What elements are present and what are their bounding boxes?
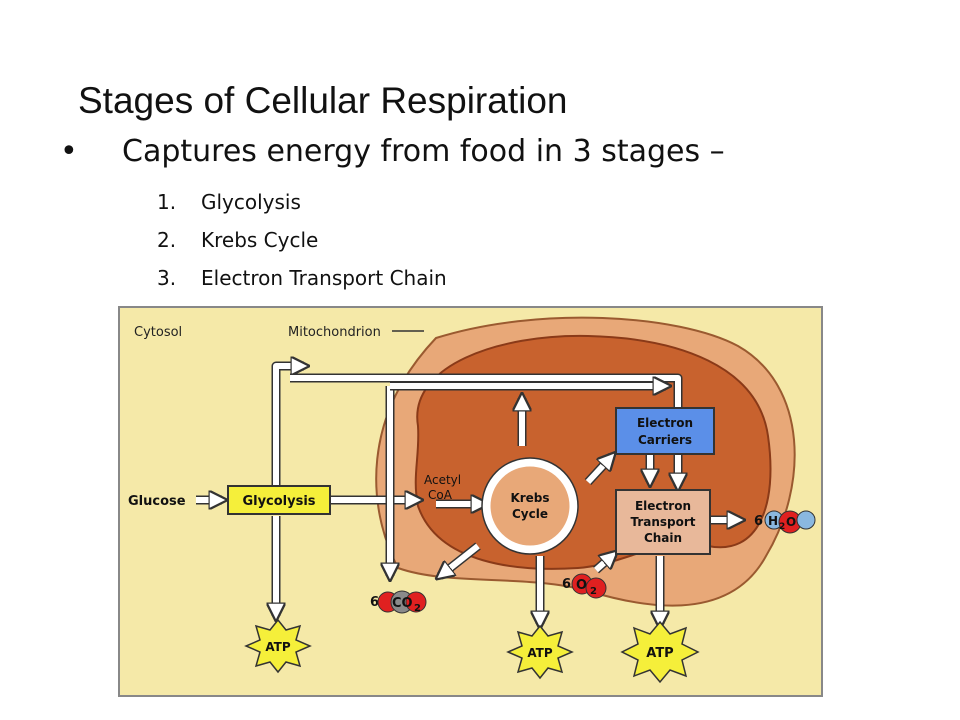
glycolysis-box bbox=[227, 485, 331, 515]
stage-label: Krebs Cycle bbox=[201, 228, 319, 252]
stage-list: 1. Glycolysis 2. Krebs Cycle 3. Electron Tr… bbox=[157, 190, 447, 304]
stage-item-etc: 3. Electron Transport Chain bbox=[157, 266, 447, 304]
etc-label-line3: Chain bbox=[644, 531, 682, 545]
o2-subscript: 2 bbox=[590, 586, 597, 597]
h2o-molecule: 6 H 2 O bbox=[754, 510, 816, 534]
etc-label-line1: Electron bbox=[635, 499, 691, 513]
co2-formula: CO bbox=[392, 596, 413, 611]
o2-formula: O bbox=[576, 578, 587, 593]
co2-molecule: 6 CO 2 bbox=[370, 590, 427, 614]
bullet-marker: • bbox=[60, 134, 78, 169]
o2-molecule: 6 O 2 bbox=[562, 573, 607, 599]
atp-label: ATP bbox=[265, 640, 291, 654]
o2-count: 6 bbox=[562, 577, 571, 592]
stage-number: 3. bbox=[157, 266, 177, 290]
bullet-text: Captures energy from food in 3 stages – bbox=[122, 134, 725, 169]
carriers-label-line1: Electron bbox=[637, 416, 693, 430]
atp-star-glycolysis: ATP bbox=[244, 618, 312, 674]
krebs-label-line1: Krebs bbox=[510, 491, 549, 505]
slide-title: Stages of Cellular Respiration bbox=[78, 80, 568, 121]
krebs-label-line2: Cycle bbox=[512, 507, 548, 521]
cellular-respiration-diagram: Cytosol Mitochondrion bbox=[118, 306, 823, 697]
co2-subscript: 2 bbox=[414, 603, 421, 614]
stage-item-glycolysis: 1. Glycolysis bbox=[157, 190, 447, 228]
electron-transport-box bbox=[615, 489, 711, 555]
stage-label: Electron Transport Chain bbox=[201, 266, 447, 290]
carriers-label-line2: Carriers bbox=[638, 433, 692, 447]
stage-label: Glycolysis bbox=[201, 190, 301, 214]
glucose-label: Glucose bbox=[128, 494, 186, 509]
atp-label: ATP bbox=[527, 646, 553, 660]
mitochondrion-label: Mitochondrion bbox=[288, 325, 381, 340]
acetyl-label-line1: Acetyl bbox=[424, 473, 461, 487]
glycolysis-label: Glycolysis bbox=[242, 494, 315, 509]
stage-item-krebs: 2. Krebs Cycle bbox=[157, 228, 447, 266]
atp-star-etc: ATP bbox=[620, 620, 700, 684]
krebs-cycle-ring-outline bbox=[481, 457, 579, 555]
h2o-formula-h: H bbox=[768, 514, 778, 528]
etc-label-line2: Transport bbox=[630, 515, 695, 529]
co2-count: 6 bbox=[370, 595, 379, 610]
h2o-formula-o: O bbox=[786, 515, 796, 529]
mitochondrion-inner bbox=[414, 334, 772, 570]
cytosol-label: Cytosol bbox=[134, 325, 182, 340]
electron-carriers-box bbox=[615, 407, 715, 455]
atp-label: ATP bbox=[646, 646, 673, 661]
stage-number: 1. bbox=[157, 190, 177, 214]
atp-star-krebs: ATP bbox=[506, 624, 574, 680]
stage-number: 2. bbox=[157, 228, 177, 252]
acetyl-label-line2: CoA bbox=[428, 488, 453, 502]
krebs-cycle-ring bbox=[481, 457, 579, 555]
h2o-subscript: 2 bbox=[779, 522, 785, 532]
h2o-count: 6 bbox=[754, 514, 763, 529]
